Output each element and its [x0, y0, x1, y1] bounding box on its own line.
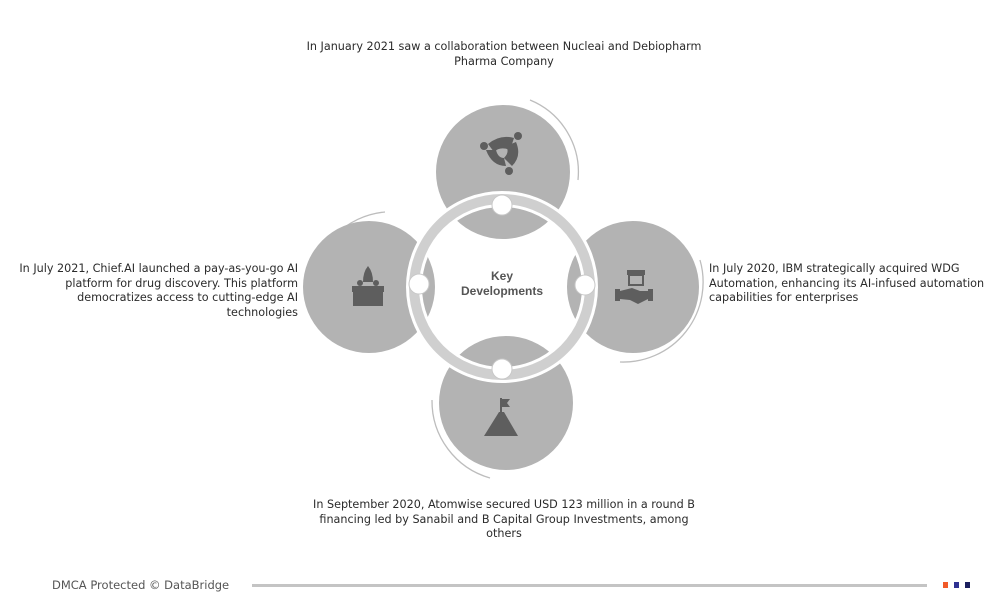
node-right	[574, 274, 596, 296]
node-top	[491, 194, 513, 216]
petal-right	[567, 221, 699, 353]
brand-square-orange	[943, 582, 948, 588]
node-bottom	[491, 358, 513, 380]
center-label-line1: Key	[491, 269, 513, 283]
acquisition-handshake-icon	[615, 270, 653, 304]
brand-square-blue	[954, 582, 959, 588]
decor-arc-top	[529, 99, 580, 181]
rocket-launch-box-icon	[352, 266, 384, 306]
decor-arc-bottom	[431, 399, 491, 479]
brand-square-navy	[965, 582, 970, 588]
footer-copyright: DMCA Protected © DataBridge	[52, 578, 230, 592]
development-right-text: In July 2020, IBM strategically acquired…	[709, 262, 985, 304]
mountain-flag-icon	[484, 398, 518, 436]
development-bottom-text: In September 2020, Atomwise secured USD …	[313, 498, 695, 540]
development-left-text: In July 2021, Chief.AI launched a pay-as…	[19, 262, 298, 319]
footer-divider	[252, 584, 927, 587]
node-left	[408, 273, 430, 295]
development-top-text: In January 2021 saw a collaboration betw…	[306, 40, 702, 68]
decor-arc-right	[619, 259, 704, 363]
center-label-line2: Developments	[461, 284, 543, 298]
collaboration-people-icon	[480, 132, 522, 175]
